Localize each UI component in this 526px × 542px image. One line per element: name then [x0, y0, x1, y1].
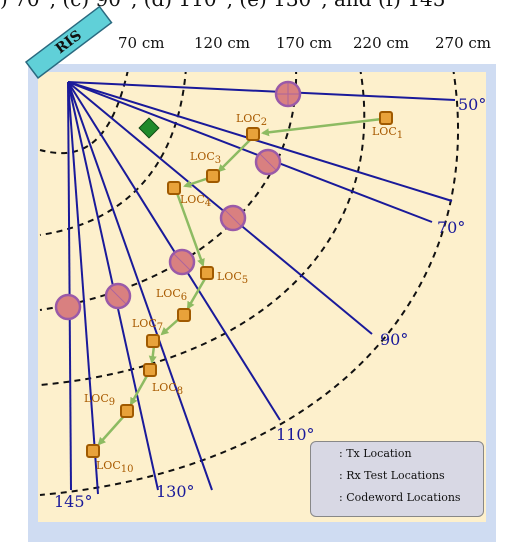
path-4-5: [175, 192, 205, 267]
distance-label-270: 270 cm: [435, 34, 492, 52]
path-9-10: [97, 415, 125, 446]
path-8-9: [129, 373, 150, 406]
ris-panel: [24, 5, 113, 80]
legend: : Tx Location : Rx Test Locations : Code…: [310, 441, 484, 517]
legend-rx-label: : Rx Test Locations: [339, 469, 445, 482]
loc-label-3: LOC3: [190, 150, 222, 166]
ray-70: [67, 81, 433, 223]
loc-label-6: LOC6: [156, 287, 188, 303]
ray-120: [67, 81, 213, 491]
ray-110: [67, 81, 281, 421]
loc-label-4: LOC4: [180, 193, 212, 209]
rx-test-location: [86, 444, 100, 458]
path-6-7: [160, 317, 181, 336]
loc-label-5: LOC5: [217, 270, 249, 286]
rx-test-location: [177, 308, 191, 322]
loc-label-8: LOC8: [152, 381, 184, 397]
distance-label-70: 70 cm: [118, 34, 165, 52]
rx-test-location: [246, 127, 260, 141]
loc-label-7: LOC7: [132, 317, 164, 333]
rx-test-location: [379, 111, 393, 125]
caption: ) 70°, (c) 90°, (d) 110°, (e) 130°, and …: [0, 0, 526, 11]
distance-arc-220: [39, 72, 366, 386]
legend-row-codeword: : Codeword Locations: [311, 488, 483, 510]
path-2-3: [217, 137, 253, 173]
ray-50: [67, 81, 456, 101]
angle-label-110: 110°: [276, 425, 315, 444]
ray-145: [67, 81, 72, 491]
legend-row-rx: : Rx Test Locations: [311, 466, 483, 488]
path-5-6: [186, 276, 208, 310]
tx-location: [138, 117, 160, 139]
ray-60: [67, 81, 453, 202]
legend-codeword-label: : Codeword Locations: [339, 491, 461, 504]
loc-label-9: LOC9: [84, 392, 116, 408]
ray-90: [67, 81, 373, 335]
rx-test-location: [146, 334, 160, 348]
rx-test-location: [167, 181, 181, 195]
rx-test-location: [206, 169, 220, 183]
loc-label-1: LOC1: [372, 125, 404, 141]
angle-label-90: 90°: [380, 330, 409, 349]
rx-test-location: [200, 266, 214, 280]
angle-label-130: 130°: [156, 482, 195, 501]
rx-test-location: [120, 404, 134, 418]
distance-label-220: 220 cm: [353, 34, 410, 52]
angle-label-145: 145°: [54, 492, 93, 511]
angle-label-50: 50°: [458, 95, 487, 114]
legend-row-tx: : Tx Location: [311, 444, 483, 466]
distance-arc-270: [39, 72, 459, 496]
path-1-2: [261, 117, 383, 137]
angle-label-70: 70°: [437, 218, 466, 237]
path-3-4: [183, 176, 210, 188]
rx-test-location: [143, 363, 157, 377]
ray-140: [67, 81, 99, 495]
distance-label-170: 170 cm: [276, 34, 333, 52]
codeword-location: [54, 293, 82, 321]
distance-arc-70: [39, 72, 129, 155]
distance-label-120: 120 cm: [194, 34, 251, 52]
path-7-8: [148, 345, 157, 364]
loc-label-2: LOC2: [236, 112, 268, 128]
legend-tx-label: : Tx Location: [339, 447, 412, 460]
loc-label-10: LOC10: [96, 459, 134, 475]
